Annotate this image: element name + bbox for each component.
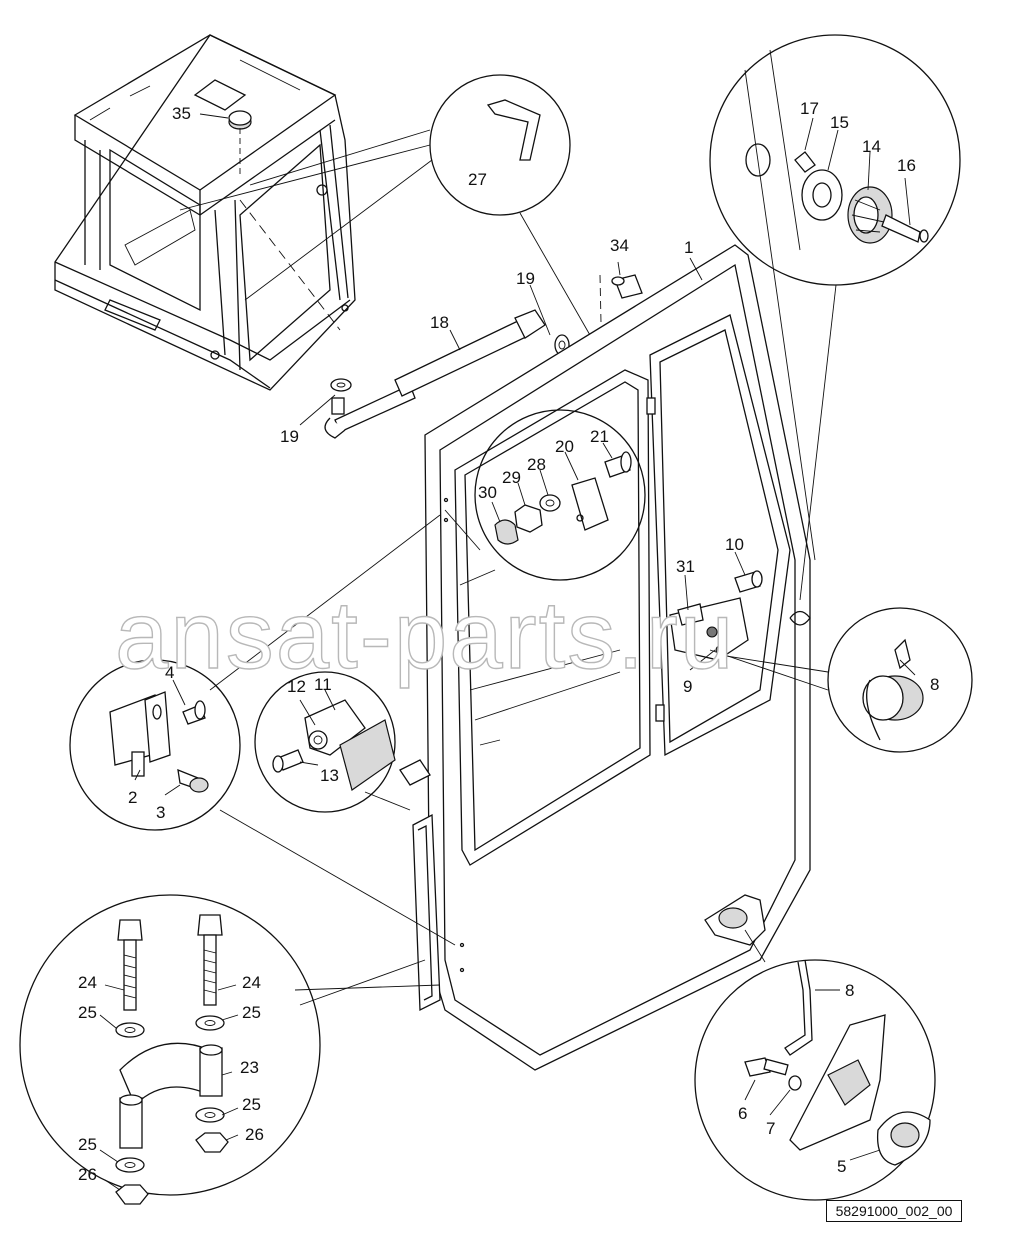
washer-19-lower: [330, 378, 352, 392]
callout-21: 21: [590, 427, 609, 446]
callout-26-left: 26: [78, 1165, 97, 1184]
leader-lines: [99, 113, 916, 1191]
callout-18: 18: [430, 313, 449, 332]
callout-24-left: 24: [78, 973, 97, 992]
callout-15: 15: [830, 113, 849, 132]
callout-19-upper: 19: [516, 269, 535, 288]
callout-14: 14: [862, 137, 881, 156]
callout-34: 34: [610, 236, 629, 255]
cab-frame: [54, 34, 356, 391]
callout-6: 6: [738, 1104, 747, 1123]
roof-nut-35: [228, 110, 252, 175]
callout-20: 20: [555, 437, 574, 456]
callout-13: 13: [320, 766, 339, 785]
callout-3: 3: [156, 803, 165, 822]
callout-25-upper-left: 25: [78, 1003, 97, 1022]
callout-30: 30: [478, 483, 497, 502]
callout-5: 5: [837, 1157, 846, 1176]
callout-8-upper: 8: [930, 675, 939, 694]
callout-2: 2: [128, 788, 137, 807]
callout-29: 29: [502, 468, 521, 487]
callout-25-upper-right: 25: [242, 1003, 261, 1022]
callout-35: 35: [172, 104, 191, 123]
callout-10: 10: [725, 535, 744, 554]
watermark: ansat-parts.ru: [115, 582, 735, 689]
callout-12: 12: [287, 677, 306, 696]
callout-19-lower: 19: [280, 427, 299, 446]
callout-labels: 1 2 3 4 5 6 7 8 8 9 10 11 12 13 14 15 16…: [78, 99, 939, 1184]
callout-17: 17: [800, 99, 819, 118]
detail-circle-lower-hinge: [19, 894, 441, 1205]
callout-31: 31: [676, 557, 695, 576]
gas-strut-18: [324, 309, 546, 439]
detail-circle-8-upper: [709, 607, 973, 753]
callout-28: 28: [527, 455, 546, 474]
detail-circle-lock: [694, 929, 936, 1201]
detail-circle-ball-joint: [254, 671, 411, 813]
callout-27: 27: [468, 170, 487, 189]
detail-circle-bracket: [444, 409, 646, 586]
callout-25-lower-right: 25: [242, 1095, 261, 1114]
callout-9: 9: [683, 677, 692, 696]
callout-16: 16: [897, 156, 916, 175]
detail-circle-hinge: [69, 514, 456, 946]
callout-11: 11: [314, 675, 332, 694]
callout-8-lower: 8: [845, 981, 854, 1000]
callout-7: 7: [766, 1119, 775, 1138]
drawing-reference-code: 58291000_002_00: [826, 1200, 962, 1222]
detail-circle-top-right: [709, 34, 961, 601]
callout-23: 23: [240, 1058, 259, 1077]
door-panel-1: [399, 244, 811, 1071]
callout-25-lower-left: 25: [78, 1135, 97, 1154]
callout-24-right: 24: [242, 973, 261, 992]
callout-4: 4: [165, 663, 174, 682]
bushing-34: [599, 274, 643, 371]
callout-1: 1: [684, 238, 693, 257]
callout-26-right: 26: [245, 1125, 264, 1144]
